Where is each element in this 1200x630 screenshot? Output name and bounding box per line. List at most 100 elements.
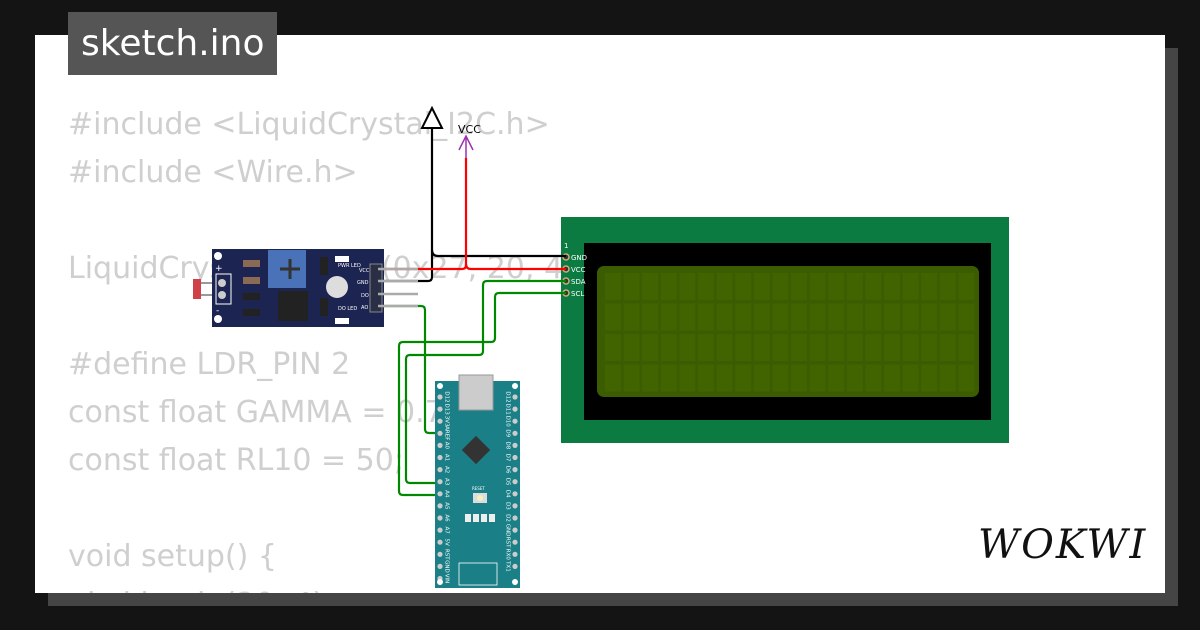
nano-pin-label: RX0 <box>505 549 511 561</box>
nano-pin-label: GND <box>505 524 511 537</box>
lcd-cell <box>753 334 770 361</box>
lcd-cell <box>623 334 640 361</box>
lcd-cell <box>753 273 770 300</box>
nano-pin[interactable] <box>437 454 443 461</box>
lcd-cell <box>679 273 696 300</box>
nano-pin[interactable] <box>437 515 443 521</box>
lcd-cell <box>679 303 696 331</box>
lcd-cell <box>772 303 789 331</box>
mount-hole <box>512 383 518 389</box>
nano-pin-label: RST <box>444 549 450 560</box>
lcd-cell <box>735 303 752 331</box>
ldr-sensor-module[interactable]: + - PWR LED DO LED VCC GND DO AO <box>193 249 418 327</box>
nano-pin-label: A4 <box>444 490 450 498</box>
lcd-cell <box>791 334 807 361</box>
lcd-cell <box>828 273 845 300</box>
lcd-cell <box>623 303 640 331</box>
lcd-cell <box>865 334 882 361</box>
nano-pin[interactable] <box>512 515 518 521</box>
nano-pin[interactable] <box>437 527 443 533</box>
wires <box>384 128 566 497</box>
code-line: const float RL10 = 50; <box>68 443 404 478</box>
lcd-cell <box>846 334 863 361</box>
lcd-cell <box>902 364 919 392</box>
nano-pin[interactable] <box>512 527 518 533</box>
lcd-pin-label: SCL <box>571 290 584 298</box>
nano-pin[interactable] <box>437 442 443 448</box>
lcd-cell <box>735 334 752 361</box>
nano-pin[interactable] <box>512 563 518 570</box>
lcd-cell <box>642 364 659 392</box>
do-led-label: DO LED <box>338 306 357 312</box>
nano-pin[interactable] <box>512 418 518 424</box>
nano-led <box>489 514 495 522</box>
ground-symbol-icon <box>420 105 444 129</box>
nano-pin-label: A5 <box>444 502 450 510</box>
nano-pin[interactable] <box>512 430 518 436</box>
wire-vcc-lcd[interactable] <box>464 263 566 271</box>
lcd-cell <box>921 303 938 331</box>
wire-vcc[interactable] <box>384 158 468 271</box>
nano-pin[interactable] <box>512 503 518 509</box>
nano-pin[interactable] <box>437 503 443 509</box>
nano-pin[interactable] <box>437 491 443 497</box>
nano-pin[interactable] <box>437 479 443 485</box>
lcd-cell <box>958 334 975 361</box>
arduino-nano[interactable]: RESET D12D133V3AREFA0A1A2A3A4A5A6A75VRST… <box>435 374 520 588</box>
wire-ao-a0[interactable] <box>384 304 440 435</box>
nano-pin[interactable] <box>437 418 443 424</box>
lcd-cell <box>958 303 975 331</box>
lcd-cell <box>698 364 714 392</box>
nano-pin[interactable] <box>437 430 443 436</box>
nano-pin-label: D6 <box>505 466 511 474</box>
nano-pin[interactable] <box>512 467 518 473</box>
nano-led <box>465 514 471 522</box>
minus-label: - <box>216 306 219 316</box>
lcd-cell <box>735 273 752 300</box>
wire-gnd[interactable] <box>384 128 434 283</box>
wire-scl-a5[interactable] <box>397 291 566 497</box>
mount-hole <box>437 579 443 585</box>
nano-pin-label: D7 <box>505 454 511 462</box>
nano-pin-label: D2 <box>505 514 511 522</box>
nano-pin[interactable] <box>512 539 518 545</box>
module-pin-label: VCC <box>359 268 370 274</box>
lcd-cell <box>958 273 975 300</box>
lcd-cell <box>958 364 975 392</box>
nano-pin[interactable] <box>512 479 518 485</box>
lcd-cell <box>902 303 919 331</box>
nano-pin[interactable] <box>437 406 443 412</box>
vcc-arrow-icon <box>458 134 474 158</box>
photoresistor <box>193 279 201 299</box>
nano-pin-label: D10 <box>505 416 511 428</box>
nano-pin[interactable] <box>512 394 518 400</box>
mcu-chip <box>461 435 491 465</box>
lcd-cell <box>884 273 900 300</box>
lcd-display[interactable]: 1 GND VCC SDA SCL <box>561 217 1009 443</box>
nano-pin[interactable] <box>437 551 443 557</box>
nano-pin-label: D3 <box>505 502 511 510</box>
lcd-pin-label: GND <box>571 254 587 262</box>
nano-pin[interactable] <box>437 467 443 473</box>
nano-pin[interactable] <box>512 551 518 557</box>
lcd-cell <box>772 334 789 361</box>
lcd-cell <box>884 334 900 361</box>
nano-pin[interactable] <box>437 394 443 400</box>
nano-pin[interactable] <box>512 442 518 448</box>
lcd-cell <box>605 273 621 300</box>
nano-pin-label: RST <box>505 537 511 548</box>
nano-pin[interactable] <box>512 491 518 497</box>
nano-pin-label: AREF <box>444 426 450 440</box>
mount-hole <box>437 383 443 389</box>
nano-pin[interactable] <box>512 454 518 461</box>
wire-gnd-lcd[interactable] <box>430 249 566 258</box>
nano-pin[interactable] <box>437 539 443 545</box>
nano-pin[interactable] <box>512 406 518 412</box>
nano-pin[interactable] <box>437 563 443 570</box>
wire-sda-a4[interactable] <box>404 279 566 485</box>
lcd-cell <box>623 273 640 300</box>
lcd-character-grid <box>605 273 975 392</box>
lcd-cell <box>772 273 789 300</box>
lcd-cell <box>939 334 956 361</box>
lcd-cell <box>660 303 677 331</box>
